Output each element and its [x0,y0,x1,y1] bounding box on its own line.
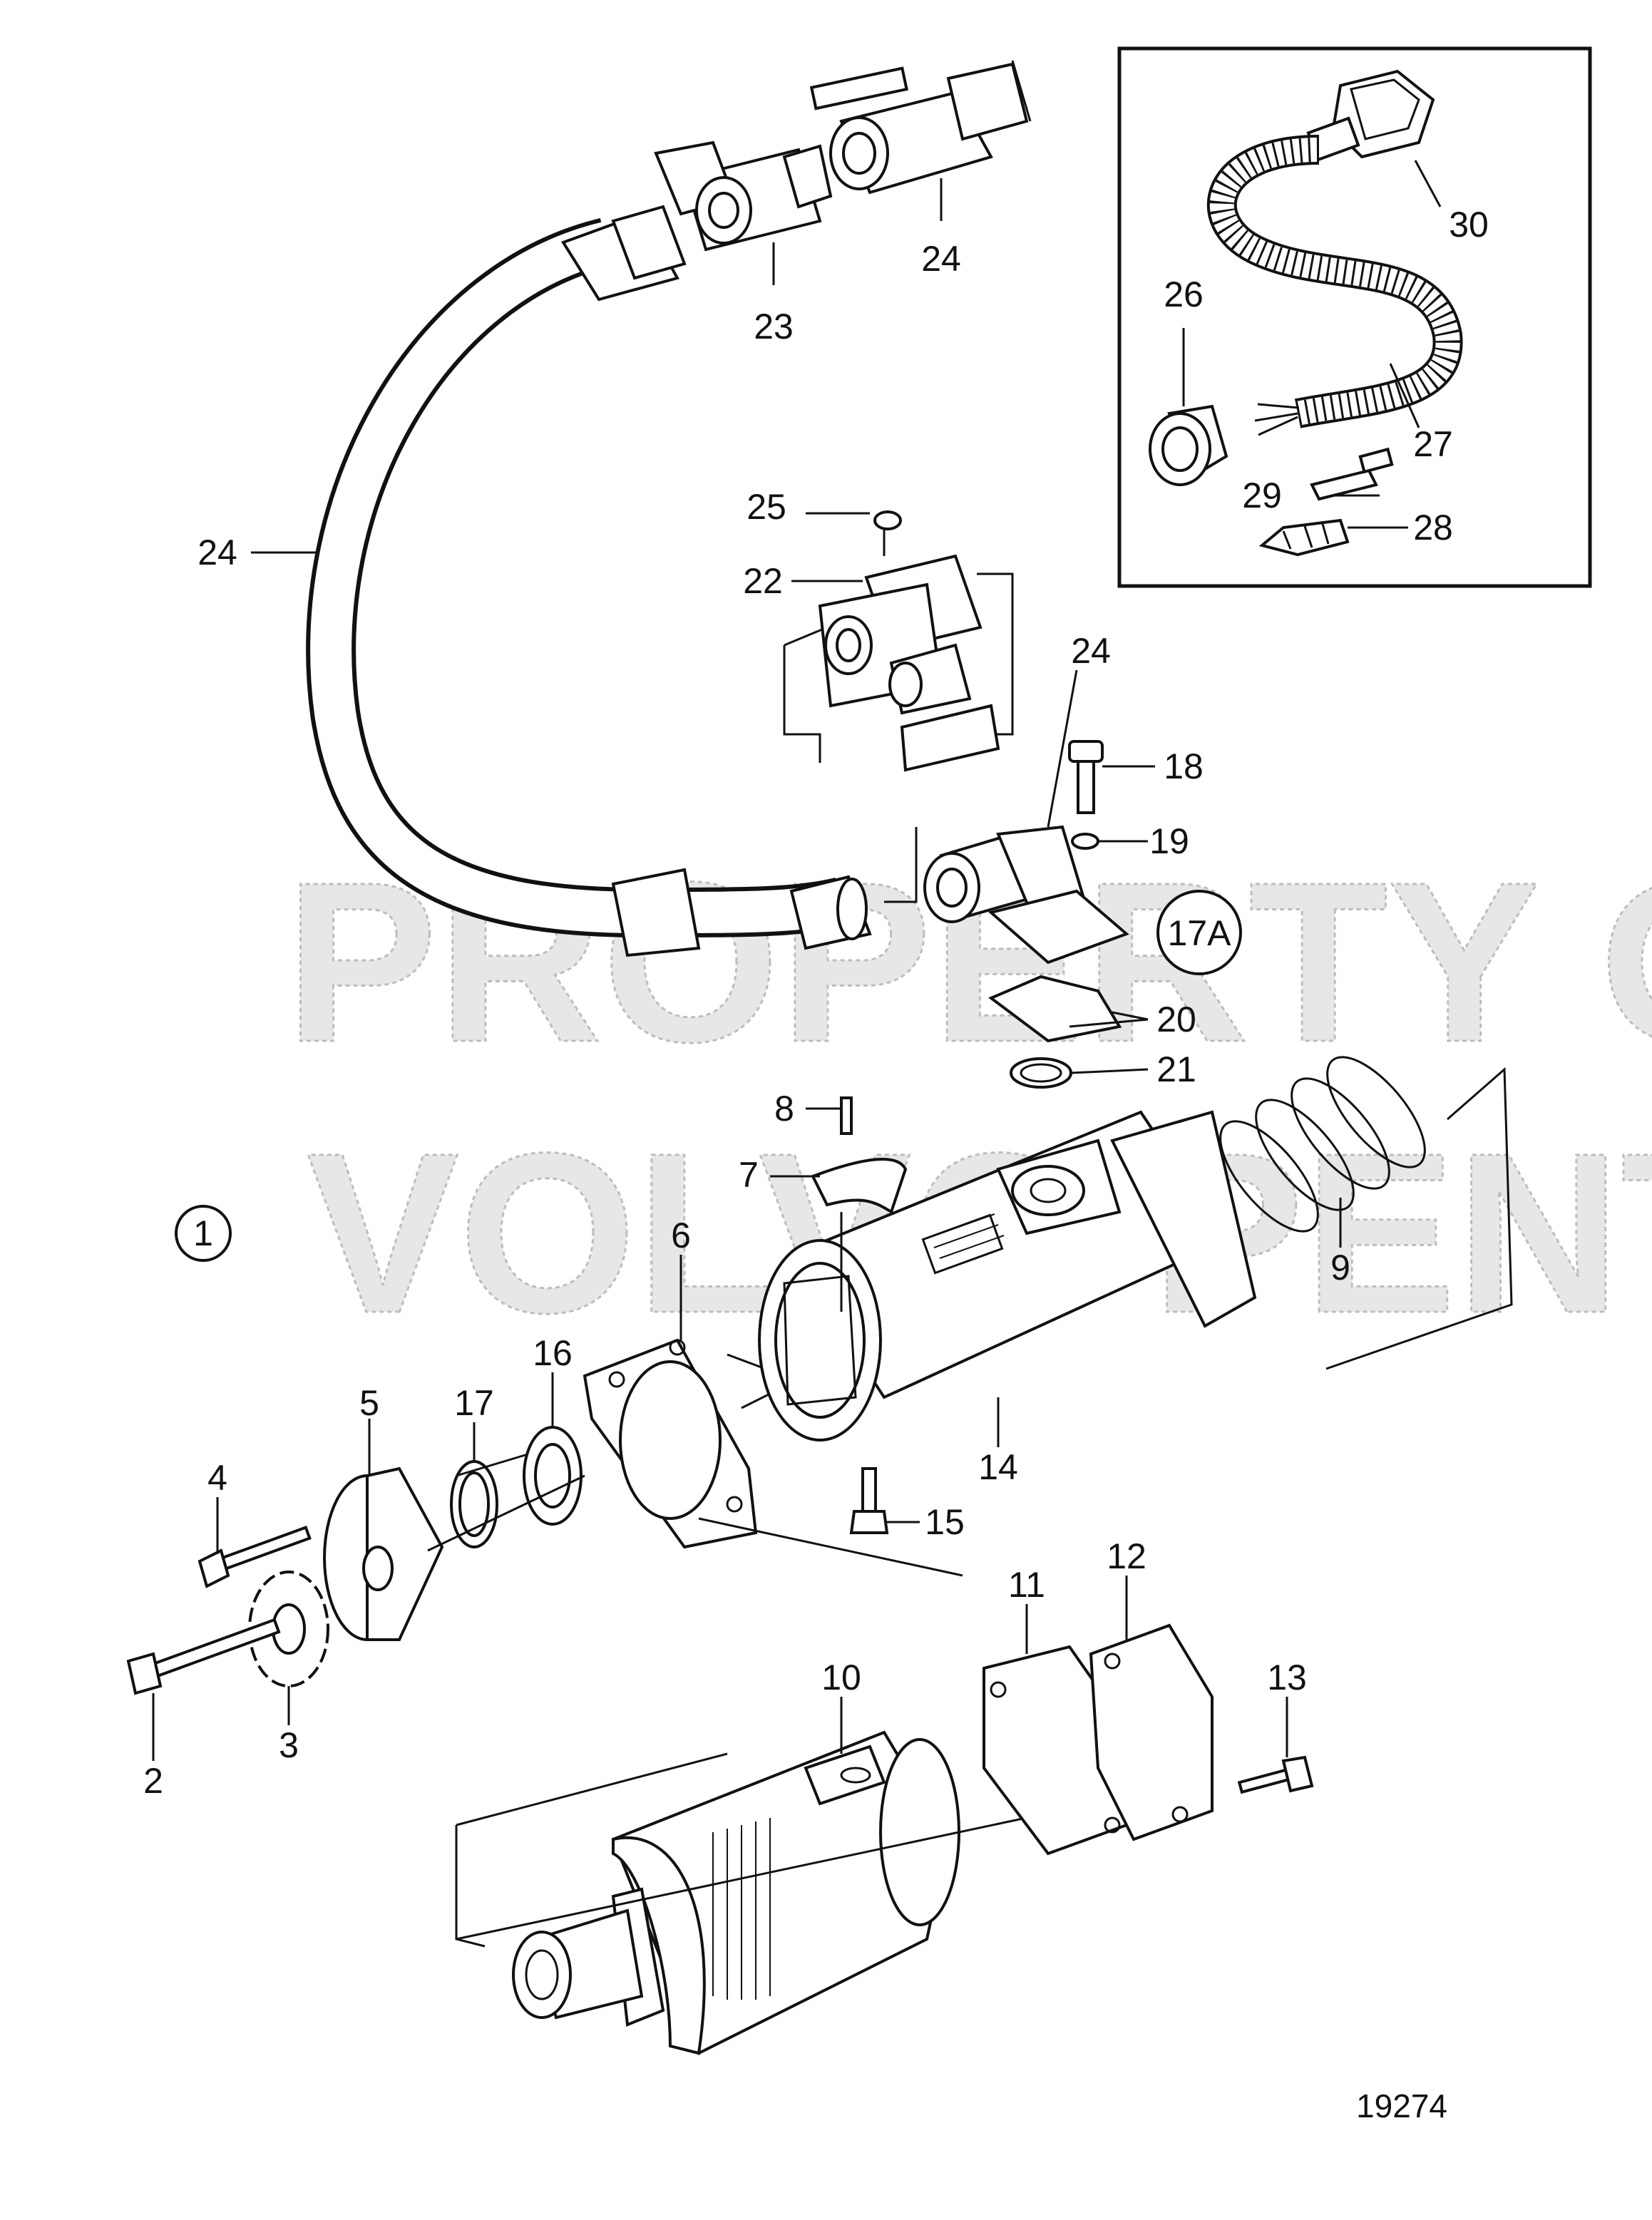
callout-24-elbow: 24 [1071,631,1111,671]
bolt-18 [1077,754,1095,814]
harness-connector [1306,69,1435,162]
callout-7: 7 [739,1155,759,1195]
callout-23: 23 [754,307,794,346]
callout-20: 20 [1156,999,1196,1039]
pin-8 [840,1096,853,1135]
watermark-line-2: VOLVO PENTA [307,1105,1652,1360]
terminal-pin [1310,447,1394,501]
callout-30: 30 [1449,205,1489,245]
elbow-flange [987,889,1129,965]
callout-27: 27 [1413,424,1453,464]
wiring-harness-inset [1117,46,1592,588]
callout-14: 14 [978,1447,1018,1487]
bolt-4 [197,1497,312,1588]
gasket [583,1255,771,1549]
plug [873,510,902,530]
callout-8: 8 [774,1089,794,1129]
group-label: 17A [1156,890,1242,975]
washer-19 [1071,833,1099,850]
drive-cover [323,1419,528,1641]
callout-15: 15 [925,1502,965,1542]
callout-3: 3 [279,1725,299,1765]
group-label-text: 17A [1168,913,1232,953]
spring [1219,1056,1513,1370]
callout-13: 13 [1267,1658,1307,1697]
callout-9: 9 [1330,1248,1350,1288]
callout-10: 10 [821,1658,861,1697]
callout-22: 22 [743,561,783,601]
callout-6: 6 [671,1216,691,1255]
callout-26: 26 [1164,274,1204,314]
callout-24-hose: 24 [197,533,237,572]
hose [251,205,872,957]
callout-28: 28 [1413,508,1453,548]
callout-21: 21 [1156,1049,1196,1089]
bolt-15 [861,1467,877,1513]
starter-motor [455,1697,1127,2055]
figure-number-text: 1 [193,1213,213,1253]
callout-12: 12 [1107,1536,1146,1576]
cable-wires [1254,403,1300,436]
figure-number: 1 [175,1205,232,1262]
callout-16: 16 [533,1333,573,1373]
shaft-seal [523,1372,583,1526]
pinion-gear [248,1571,329,1725]
callout-29: 29 [1242,476,1282,515]
callout-11: 11 [1008,1565,1045,1605]
reference-number: 19274 [1356,2087,1447,2124]
valve-handle [809,66,908,111]
hose-fitting-bottom [611,868,701,957]
o-ring [450,1422,498,1548]
bolt-2 [126,1618,281,1761]
callout-2: 2 [143,1761,163,1801]
callout-5: 5 [359,1383,379,1423]
valve-block [783,510,1014,772]
elbow-fitting [884,669,1155,1089]
callout-24-valve: 24 [921,239,961,279]
shaft-axis [427,1474,585,1552]
ball-valve-assembly [654,60,1032,285]
clip-7 [811,1158,908,1215]
callout-19: 19 [1149,821,1189,861]
housing [727,1096,1257,1534]
grommet [1149,404,1228,486]
corrugation-ribs [1209,138,1460,426]
callout-labels: 2 3 4 5 6 7 8 9 10 11 12 13 14 15 16 17 … [143,205,1489,1801]
callout-17: 17 [454,1383,494,1423]
inset-frame [1117,46,1592,588]
terminal-socket [1258,518,1350,557]
callout-25: 25 [747,487,786,527]
bolt-13 [1237,1697,1314,1794]
end-cover [1089,1576,1214,1841]
callout-4: 4 [207,1458,227,1498]
callout-18: 18 [1164,746,1204,786]
